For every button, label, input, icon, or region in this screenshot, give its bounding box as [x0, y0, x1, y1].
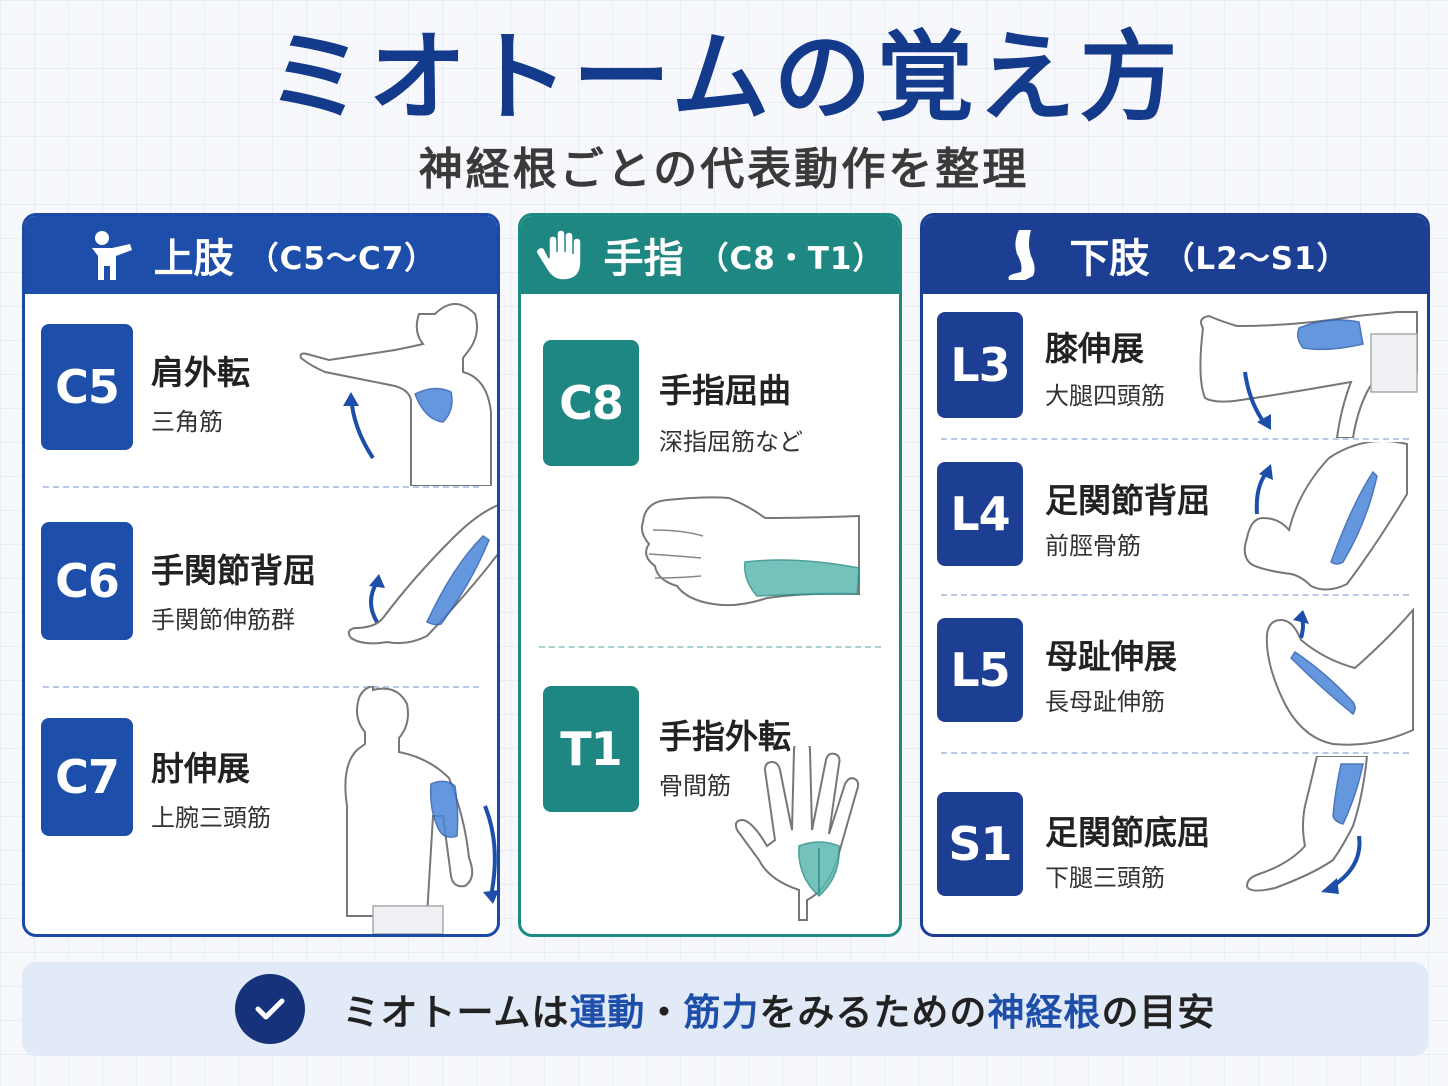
shoulder-abduction-illustration	[299, 303, 492, 486]
row-divider	[941, 438, 1409, 440]
muscle-label: 深指屈筋など	[659, 428, 803, 456]
row-divider	[43, 486, 479, 488]
root-badge-l3: L3	[937, 312, 1023, 418]
muscle-label: 長母趾伸筋	[1045, 688, 1165, 716]
motion-label: 足関節底屈	[1045, 813, 1210, 852]
row-divider	[941, 752, 1409, 754]
muscle-label: 骨間筋	[659, 772, 731, 800]
root-badge-l4: L4	[937, 462, 1023, 566]
hand-icon	[535, 228, 589, 282]
summary-highlight: 運動	[569, 991, 646, 1034]
panel-heading: 下肢	[1069, 236, 1150, 282]
motion-label: 足関節背屈	[1045, 481, 1210, 520]
root-badge-c8: C8	[543, 340, 639, 466]
summary-text: ミオトームは運動・筋力をみるための神経根の目安	[343, 982, 1216, 1036]
muscle-label: 下腿三頭筋	[1045, 864, 1165, 892]
panel-lower-limb: 下肢 （L2〜S1） L3 膝伸展 大腿四頭筋 L4 足関節背屈 前脛骨筋 L5…	[920, 213, 1430, 937]
summary-part: をみるための	[759, 991, 988, 1034]
finger-flexion-illustration	[640, 496, 860, 607]
root-badge-c6: C6	[41, 522, 133, 640]
checkmark-icon	[234, 974, 305, 1044]
motion-label: 肩外転	[151, 353, 250, 392]
knee-extension-illustration	[1199, 311, 1418, 438]
ankle-dorsiflexion-illustration	[1243, 442, 1408, 591]
panel-range: （L2〜S1）	[1163, 240, 1349, 277]
finger-abduction-illustration	[734, 746, 860, 921]
muscle-label: 前脛骨筋	[1045, 532, 1141, 560]
leg-icon	[1001, 228, 1055, 282]
panel-heading: 上肢	[153, 236, 234, 282]
muscle-label: 手関節伸筋群	[151, 606, 295, 634]
summary-part: ・	[645, 991, 684, 1034]
panel-header-lower-limb: 下肢 （L2〜S1）	[923, 216, 1427, 294]
summary-highlight: 神経根	[987, 991, 1102, 1034]
wrist-extension-illustration	[347, 504, 497, 645]
elbow-extension-illustration	[344, 686, 497, 934]
panel-fingers: 手指 （C8・T1） C8 手指屈曲 深指屈筋など T1 手指外転 骨間筋	[518, 213, 902, 937]
panel-heading: 手指	[603, 236, 684, 282]
person-pointing-icon	[86, 228, 140, 282]
panel-upper-limb: 上肢 （C5〜C7） C5 肩外転 三角筋 C6 手関節背屈 手関節伸筋群 C7…	[22, 213, 500, 937]
muscle-label: 三角筋	[151, 408, 223, 436]
summary-part: ミオトームは	[342, 991, 570, 1034]
motion-label: 膝伸展	[1045, 329, 1144, 368]
motion-label: 手指屈曲	[659, 371, 791, 410]
page-subtitle: 神経根ごとの代表動作を整理	[418, 144, 1030, 195]
panel-range: （C8・T1）	[697, 240, 885, 277]
page-title: ミオトームの覚え方	[266, 21, 1182, 135]
root-badge-c7: C7	[41, 718, 133, 836]
panel-header-fingers: 手指 （C8・T1）	[521, 216, 899, 294]
root-badge-c5: C5	[41, 324, 133, 450]
root-badge-l5: L5	[937, 618, 1023, 722]
motion-label: 手指外転	[659, 717, 791, 756]
summary-highlight: 筋力	[683, 991, 760, 1034]
muscle-label: 大腿四頭筋	[1045, 382, 1165, 410]
root-badge-t1: T1	[543, 686, 639, 812]
muscle-label: 上腕三頭筋	[151, 804, 271, 832]
row-divider	[539, 646, 881, 648]
toe-extension-illustration	[1265, 608, 1414, 746]
motion-label: 肘伸展	[151, 749, 250, 788]
motion-label: 手関節背屈	[151, 551, 316, 590]
row-divider	[43, 686, 479, 688]
panel-header-upper-limb: 上肢 （C5〜C7）	[25, 216, 497, 294]
summary-banner: ミオトームは運動・筋力をみるための神経根の目安	[22, 962, 1428, 1056]
root-badge-s1: S1	[937, 792, 1023, 896]
motion-label: 母趾伸展	[1045, 637, 1177, 676]
summary-part: の目安	[1101, 991, 1216, 1034]
ankle-plantarflexion-illustration	[1245, 756, 1369, 894]
panel-range: （C5〜C7）	[247, 240, 437, 277]
row-divider	[941, 594, 1409, 596]
